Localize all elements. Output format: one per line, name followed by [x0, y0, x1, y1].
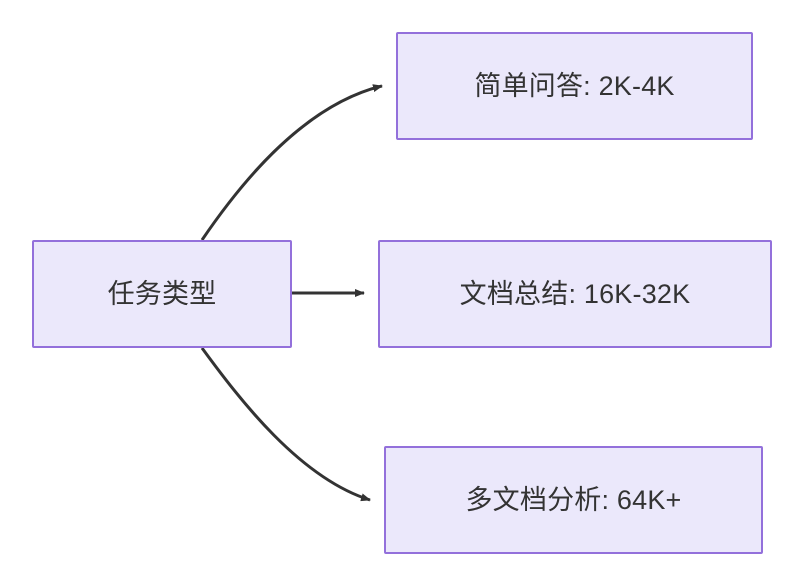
edge-root-to-task-2: [200, 347, 371, 502]
node-root[interactable]: 任务类型: [32, 240, 292, 348]
node-task-multi-doc-analysis-label: 多文档分析: 64K+: [465, 484, 682, 515]
node-task-simple-qa-label: 简单问答: 2K-4K: [474, 70, 675, 101]
edge-root-to-task-0: [200, 84, 383, 241]
node-root-label: 任务类型: [107, 278, 217, 309]
node-task-multi-doc-analysis[interactable]: 多文档分析: 64K+: [384, 446, 763, 554]
node-task-doc-summary-label: 文档总结: 16K-32K: [459, 278, 691, 309]
node-task-simple-qa[interactable]: 简单问答: 2K-4K: [396, 32, 753, 140]
node-task-doc-summary[interactable]: 文档总结: 16K-32K: [378, 240, 772, 348]
